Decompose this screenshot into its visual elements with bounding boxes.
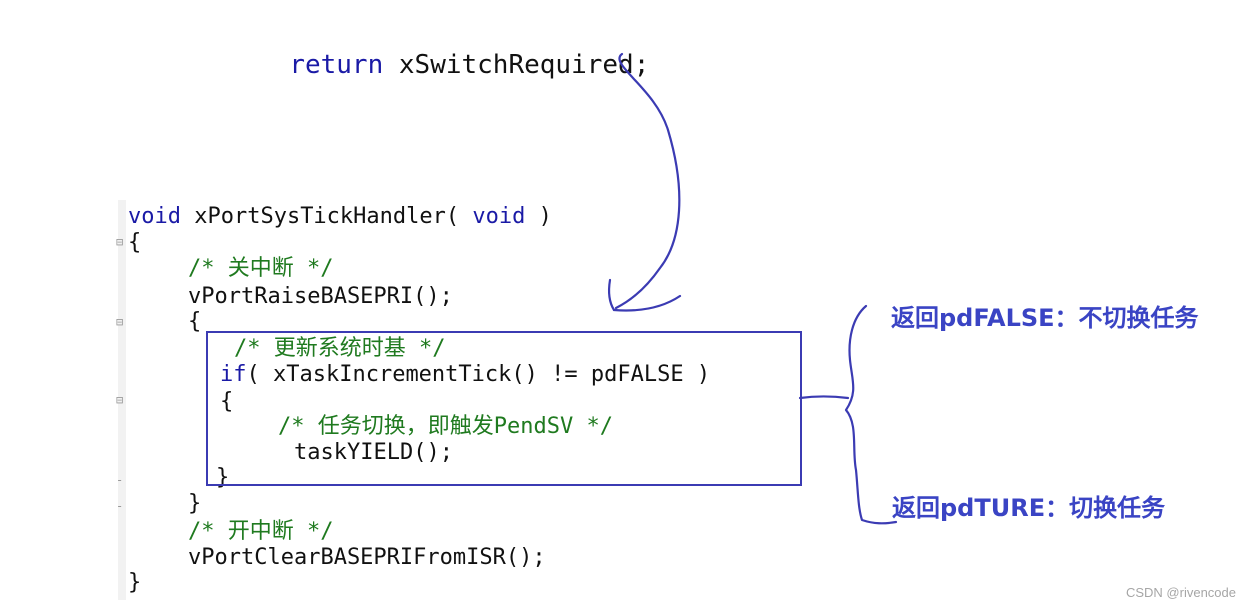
connector-line [798,395,850,400]
annotation-true-case: 返回pdTURE：切换任务 [892,494,1166,522]
arrowhead-right [612,294,682,312]
code-line-if: if( xTaskIncrementTick() != pdFALSE ) [220,362,710,388]
code-line-taskyield: taskYIELD(); [294,440,453,465]
return-value: xSwitchRequired; [383,50,650,80]
code-line-clear-basepri: vPortClearBASEPRIFromISR(); [188,545,546,570]
arrow-curve [614,52,681,310]
arrowhead-left [607,278,616,312]
code-line-15: } [128,570,142,595]
code-line-8: { [220,389,234,414]
function-name: xPortSysTickHandler( [180,204,473,229]
if-keyword: if [220,362,247,387]
comment-task-switch: /* 任务切换，即触发PendSV */ [278,414,613,439]
return-keyword: return [289,50,384,80]
fold-end-marker: - [116,473,124,487]
annotation-false-case: 返回pdFALSE：不切换任务 [891,304,1199,332]
highlight-box [206,331,802,486]
editor-gutter [118,200,126,600]
fold-marker: ⊟ [116,235,124,249]
comment-enable-interrupt: /* 开中断 */ [188,519,334,544]
curly-brace [844,304,898,525]
fold-marker: ⊟ [116,393,124,407]
void-keyword: void [128,204,181,229]
void-keyword: void [472,204,526,229]
paren-close: ) [525,204,552,229]
code-line-12: } [188,491,202,516]
code-line-raise-basepri: vPortRaiseBASEPRI(); [188,284,453,309]
watermark: CSDN @rivencode [1125,585,1236,600]
code-line-2: { [128,230,142,255]
return-statement-line: return xSwitchRequired; [258,20,649,80]
code-line-11: } [216,465,230,490]
if-condition: ( xTaskIncrementTick() != pdFALSE ) [246,362,711,387]
fold-end-marker: - [116,499,124,513]
comment-disable-interrupt: /* 关中断 */ [188,256,334,281]
comment-update-tick: /* 更新系统时基 */ [234,336,446,361]
code-line-5: { [188,309,202,334]
code-line-1: void xPortSysTickHandler( void ) [128,204,552,230]
fold-marker: ⊟ [116,315,124,329]
